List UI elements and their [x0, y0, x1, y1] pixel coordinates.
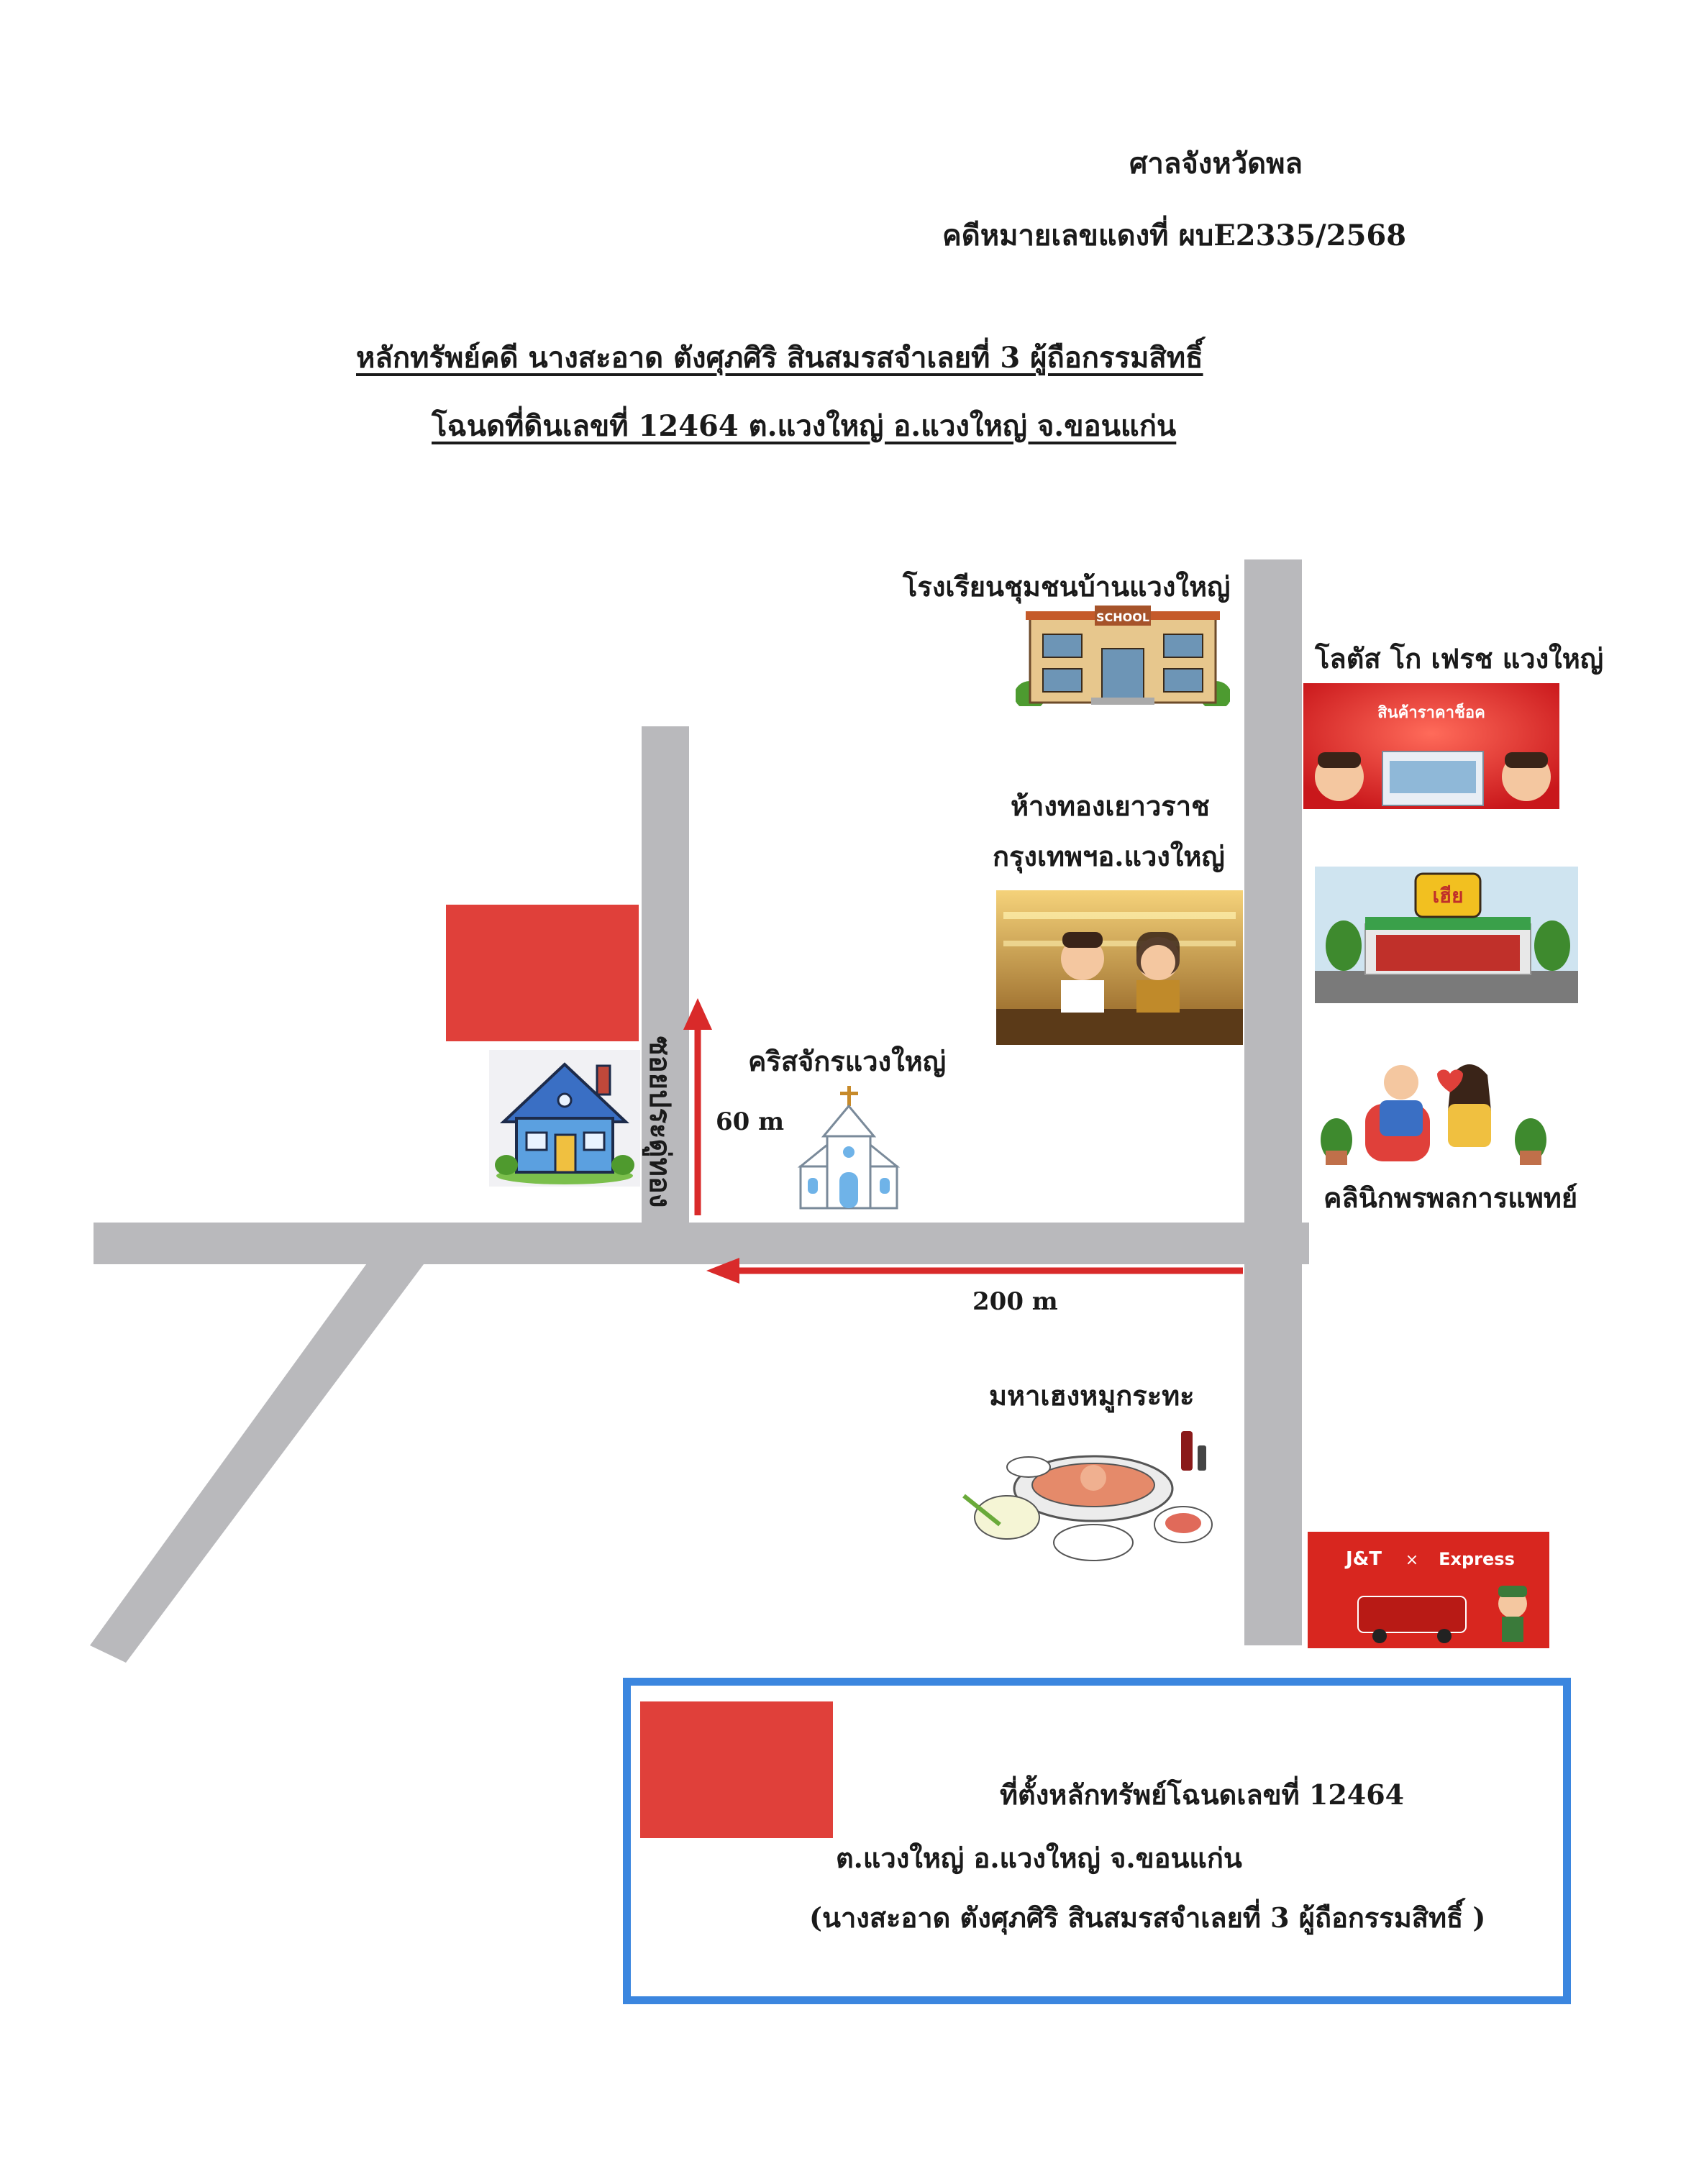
- school-label: โรงเรียนชุมชนบ้านแวงใหญ่: [903, 570, 1231, 603]
- clinic-label: คลินิกพรพลการแพทย์: [1323, 1182, 1578, 1214]
- distance-60m: 60 m: [716, 1107, 785, 1136]
- case-number: คดีหมายเลขแดงที่ ผบE2335/2568: [942, 219, 1407, 252]
- legend-line-1: ที่ตั้งหลักทรัพย์โฉนดเลขที่ 12464: [1000, 1778, 1405, 1811]
- legend-line-2: ต.แวงใหญ่ อ.แวงใหญ่ จ.ขอนแก่น: [836, 1842, 1242, 1874]
- court-name: ศาลจังหวัดพล: [1129, 147, 1303, 181]
- mookata-label: มหาเฮงหมูกระทะ: [989, 1379, 1195, 1412]
- mart-sign-text: เฮีย: [1432, 884, 1463, 908]
- express-text: Express: [1439, 1549, 1515, 1569]
- lotus-sign-text: สินค้าราคาช็อค: [1377, 702, 1485, 722]
- jt-text: J&T: [1344, 1548, 1382, 1570]
- mini-mart-image: เฮีย: [1315, 867, 1578, 1003]
- legend-line-3: (นางสะอาด ตังศุภศิริ สินสมรสจำเลยที่ 3 ผ…: [809, 1901, 1486, 1934]
- clinic-image: [1321, 1064, 1546, 1165]
- gold-shop-label-1: ห้างทองเยาวราช: [1011, 790, 1210, 822]
- school-sign-text: SCHOOL: [1096, 611, 1149, 624]
- lotus-label: โลตัส โก เฟรช แวงใหญ่: [1315, 642, 1604, 675]
- svg-text:×: ×: [1405, 1551, 1418, 1569]
- house-icon: [489, 1050, 640, 1187]
- legend-plot-swatch: [640, 1701, 833, 1838]
- church-icon: [797, 1086, 901, 1210]
- title-line-2: โฉนดที่ดินเลขที่ 12464 ต.แวงใหญ่ อ.แวงให…: [432, 409, 1177, 443]
- school-icon: SCHOOL: [1016, 606, 1230, 706]
- main-road: [94, 1223, 1309, 1264]
- gold-shop-image: [996, 890, 1243, 1045]
- property-plot: [446, 905, 639, 1041]
- legend-box: [623, 1678, 1571, 2004]
- gold-shop-label-2: กรุงเทพฯอ.แวงใหญ่: [993, 840, 1225, 872]
- jt-express-image: J&T × Express: [1308, 1532, 1549, 1648]
- church-label: คริสจักรแวงใหญ่: [748, 1045, 947, 1077]
- soi-pradoo-thong-road: [642, 726, 689, 1244]
- distance-200m: 200 m: [972, 1287, 1058, 1316]
- lotus-store-image: สินค้าราคาช็อค: [1303, 683, 1559, 809]
- right-road: [1244, 559, 1302, 1645]
- title-line-1: หลักทรัพย์คดี นางสะอาด ตังศุภศิริ สินสมร…: [356, 341, 1203, 375]
- mookata-image: [962, 1431, 1213, 1561]
